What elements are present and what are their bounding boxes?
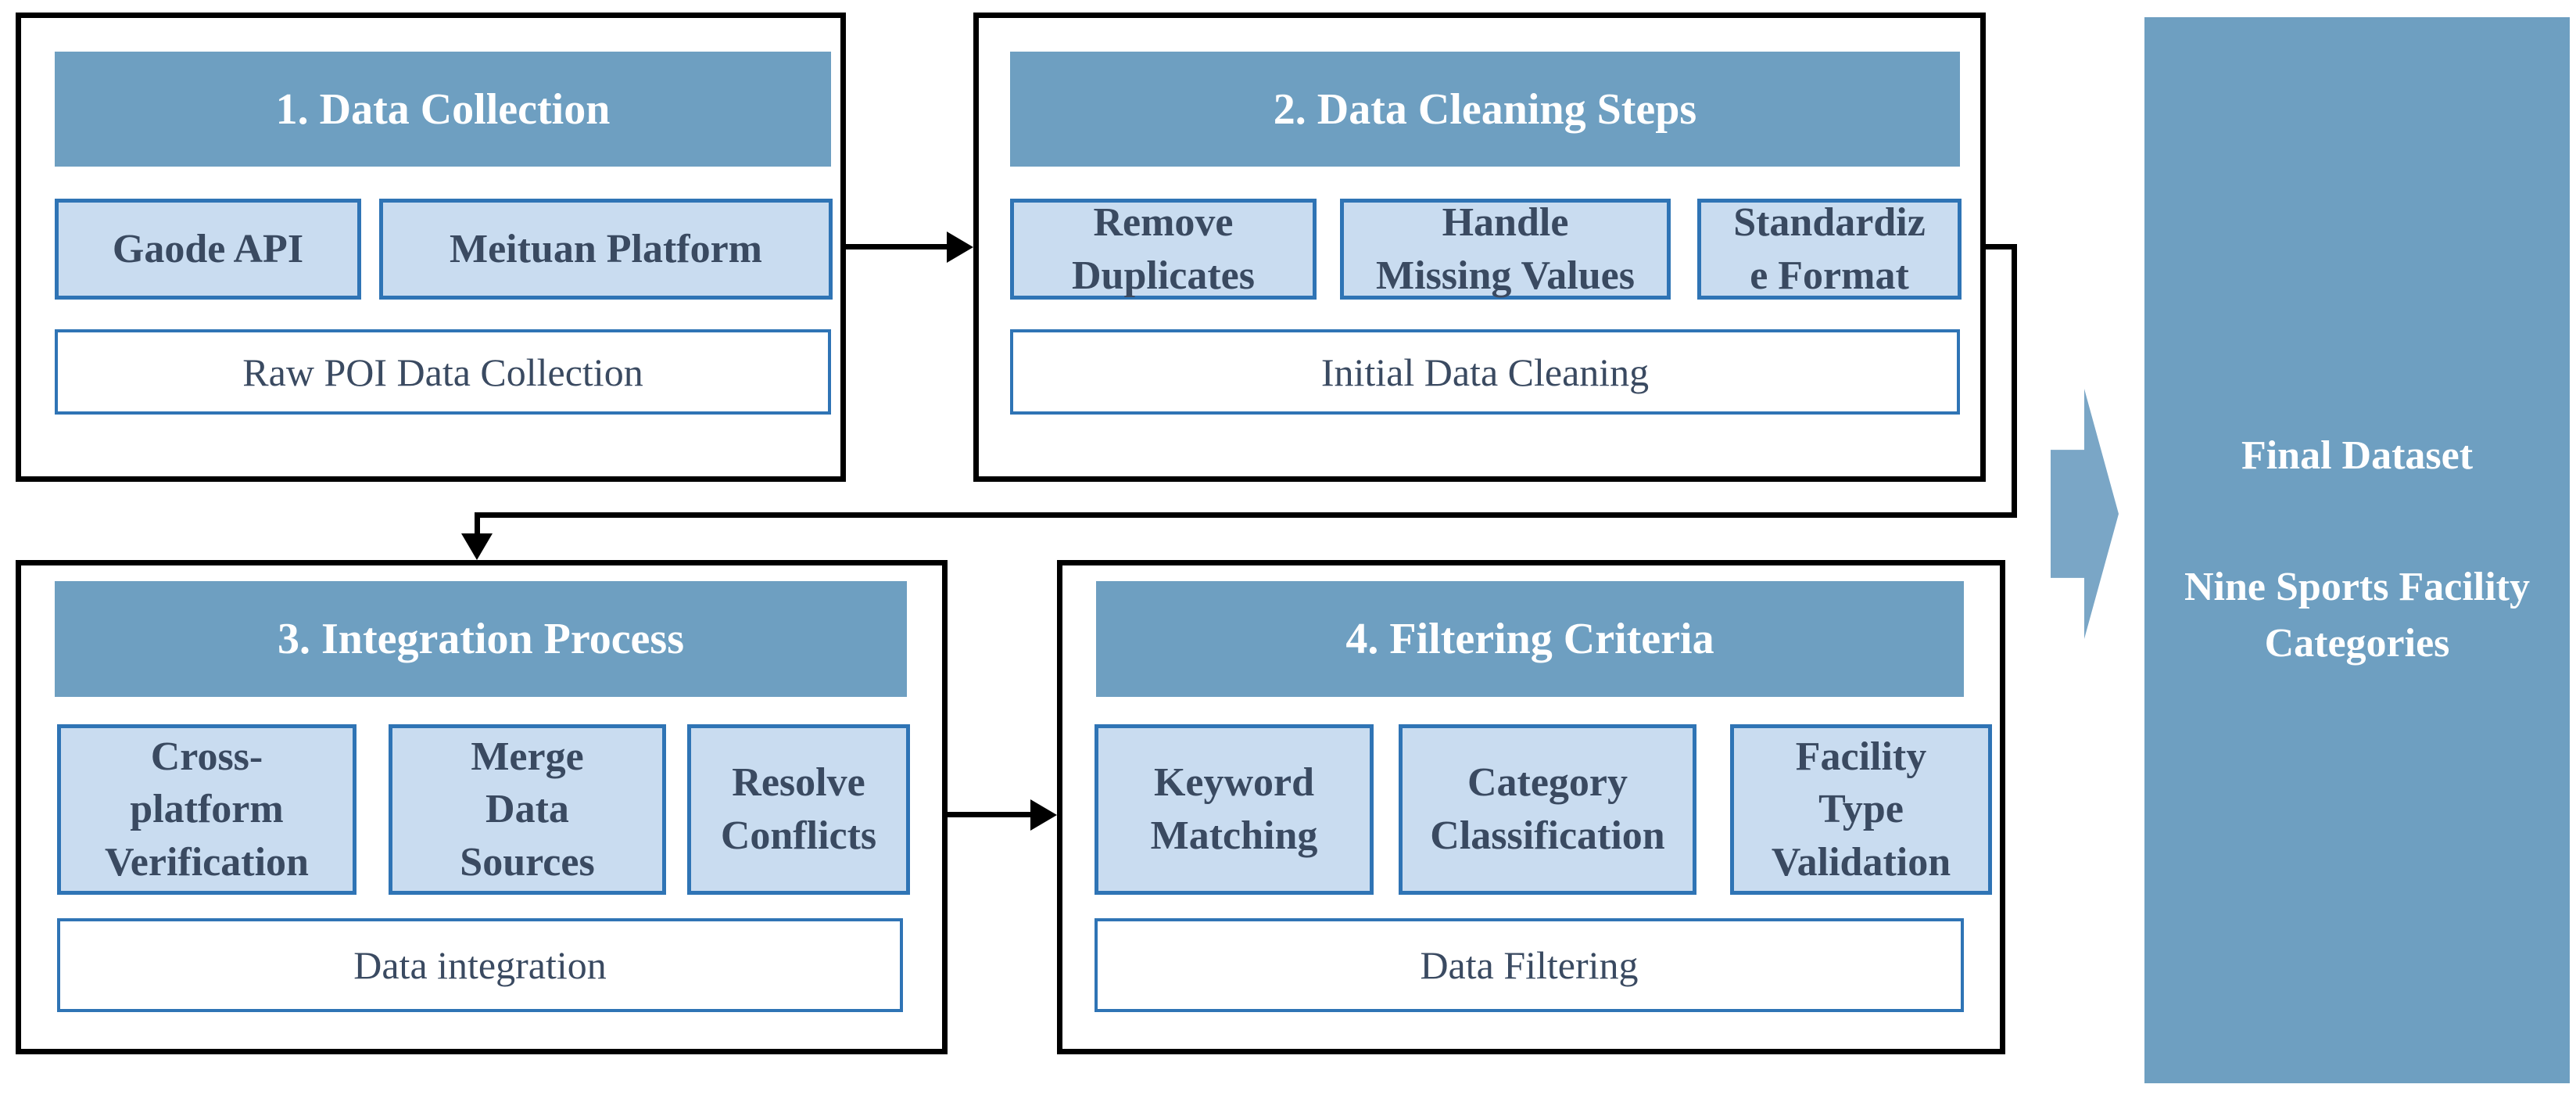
- connector-1-to-2-line: [846, 244, 951, 250]
- connector-3-to-4-arrowhead-icon: [1030, 799, 1057, 831]
- subbox-facility-type-validation: Facility Type Validation: [1730, 724, 1992, 895]
- final-block-arrow-icon: [2051, 389, 2119, 639]
- subbox-meituan-platform: Meituan Platform: [379, 199, 833, 300]
- output-data-filtering: Data Filtering: [1095, 918, 1964, 1012]
- subbox-handle-missing-values: Handle Missing Values: [1340, 199, 1671, 300]
- subbox-remove-duplicates: Remove Duplicates: [1010, 199, 1317, 300]
- subbox-resolve-conflicts: Resolve Conflicts: [687, 724, 910, 895]
- subbox-gaode-api: Gaode API: [55, 199, 361, 300]
- section-data-collection-header: 1. Data Collection: [55, 52, 831, 167]
- subbox-category-classification: Category Classification: [1399, 724, 1696, 895]
- connector-2-to-3-vertical: [2012, 244, 2017, 518]
- output-data-integration: Data integration: [57, 918, 903, 1012]
- section-integration-header: 3. Integration Process: [55, 581, 907, 697]
- connector-2-to-3-drop: [475, 512, 480, 540]
- final-dataset-subtitle: Nine Sports Facility Categories: [2184, 564, 2530, 666]
- section-filtering-header: 4. Filtering Criteria: [1096, 581, 1964, 697]
- subbox-standardize-format: Standardiz e Format: [1697, 199, 1962, 300]
- connector-1-to-2-arrowhead-icon: [947, 232, 973, 263]
- connector-2-to-3-stub: [1986, 244, 2017, 250]
- output-raw-poi-data-collection: Raw POI Data Collection: [55, 329, 831, 415]
- final-dataset-panel: Final Dataset Nine Sports Facility Categ…: [2144, 17, 2570, 1083]
- subbox-merge-data-sources: Merge Data Sources: [389, 724, 666, 895]
- section-data-cleaning-header: 2. Data Cleaning Steps: [1010, 52, 1960, 167]
- connector-3-to-4-line: [948, 812, 1037, 817]
- subbox-keyword-matching: Keyword Matching: [1095, 724, 1374, 895]
- subbox-cross-platform-verification: Cross- platform Verification: [57, 724, 356, 895]
- connector-2-to-3-horizontal: [475, 512, 2017, 518]
- connector-2-to-3-arrowhead-icon: [461, 533, 493, 560]
- output-initial-data-cleaning: Initial Data Cleaning: [1010, 329, 1960, 415]
- final-dataset-title: Final Dataset: [2241, 433, 2474, 478]
